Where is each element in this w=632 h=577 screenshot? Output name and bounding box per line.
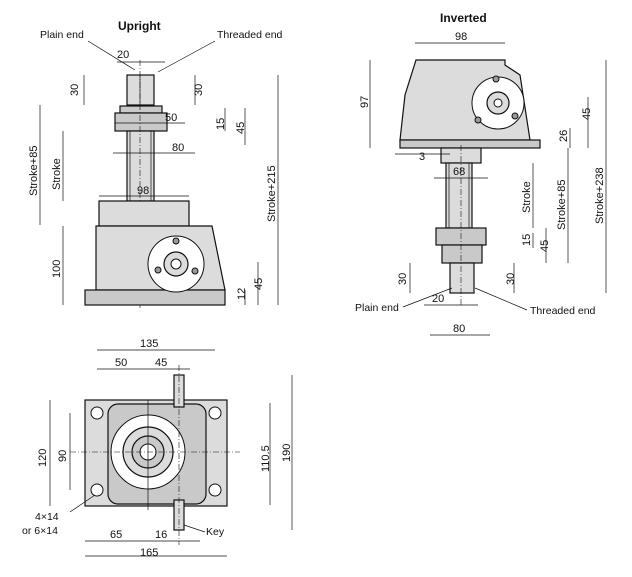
plan-dim-90: 90 — [57, 450, 69, 462]
plan-dim-50: 50 — [115, 357, 127, 369]
plan-hole-bl — [90, 483, 104, 497]
inverted-base — [399, 139, 541, 149]
inverted-dim-stroke: Stroke — [521, 181, 533, 213]
inverted-dim-20: 20 — [432, 293, 444, 305]
inverted-dim-97: 97 — [359, 96, 371, 108]
inverted-dim-30-left: 30 — [397, 273, 409, 285]
upright-screw-end — [126, 74, 155, 106]
inverted-dim-68: 68 — [453, 166, 465, 178]
plan-dim-165: 165 — [140, 547, 158, 559]
plan-hole-tr — [208, 406, 222, 420]
plan-worm-shaft-bottom — [173, 499, 185, 531]
inverted-dim-15: 15 — [521, 234, 533, 246]
upright-threaded-end-label: Threaded end — [217, 29, 283, 41]
plan-dim-110-5: 110.5 — [260, 445, 272, 472]
upright-dim-30-right: 30 — [193, 84, 205, 96]
inverted-plain-end-label: Plain end — [355, 302, 399, 314]
inverted-dim-45-bottom: 45 — [539, 240, 551, 252]
inverted-dim-stroke85: Stroke+85 — [556, 180, 568, 230]
upright-lifting-screw — [126, 130, 155, 202]
upright-dim-98: 98 — [137, 185, 149, 197]
upright-dim-30-left: 30 — [69, 84, 81, 96]
plan-hole-br — [208, 483, 222, 497]
upright-collar — [114, 112, 168, 132]
plan-dim-190: 190 — [281, 444, 293, 462]
plan-key-label: Key — [206, 526, 225, 538]
inverted-dim-stroke238: Stroke+238 — [594, 167, 606, 224]
upright-dim-stroke: Stroke — [51, 158, 63, 190]
plan-dim-16: 16 — [155, 529, 167, 541]
inverted-dim-80: 80 — [453, 323, 465, 335]
upright-dim-100: 100 — [51, 260, 63, 278]
plan-holes-label-line2: or 6×14 — [22, 525, 58, 537]
plan-dim-65: 65 — [110, 529, 122, 541]
upright-title: Upright — [118, 19, 161, 33]
inverted-threaded-end-label: Threaded end — [530, 305, 596, 317]
inverted-dim-98: 98 — [455, 31, 467, 43]
upright-top-plate — [119, 105, 163, 114]
upright-gearbox-top — [98, 200, 190, 227]
inverted-title: Inverted — [440, 11, 487, 25]
inverted-dim-45-top: 45 — [581, 108, 593, 120]
upright-dim-20: 20 — [117, 49, 129, 61]
upright-base — [84, 289, 226, 306]
upright-view: Upright Plain end Threaded end 20 30 — [28, 19, 283, 310]
inverted-lifting-screw — [445, 162, 473, 229]
upright-dim-45-top: 45 — [235, 122, 247, 134]
upright-dim-stroke85: Stroke+85 — [28, 146, 40, 196]
upright-dim-stroke215: Stroke+215 — [266, 165, 278, 222]
upright-dim-80: 80 — [172, 142, 184, 154]
plan-dim-45: 45 — [155, 357, 167, 369]
plan-dim-120: 120 — [37, 449, 49, 467]
plan-dim-135: 135 — [140, 338, 158, 350]
upright-dim-45-bottom: 45 — [253, 278, 265, 290]
inverted-end-plate — [441, 244, 483, 264]
upright-dim-50: 50 — [165, 112, 177, 124]
inverted-screw-end — [449, 262, 475, 294]
inverted-dim-3: 3 — [419, 151, 425, 163]
plan-holes-label-line1: 4×14 — [35, 511, 59, 523]
upright-plain-end-label: Plain end — [40, 29, 84, 41]
upright-dim-12: 12 — [236, 288, 248, 300]
inverted-view: Inverted 98 97 26 45 3 68 — [355, 11, 607, 336]
upright-dim-15: 15 — [215, 118, 227, 130]
inverted-dim-30-right: 30 — [505, 273, 517, 285]
inverted-dim-26: 26 — [558, 130, 570, 142]
plan-hole-tl — [90, 406, 104, 420]
plan-view: 135 50 45 120 90 110.5 190 4×14 or 6×14 … — [22, 338, 293, 559]
